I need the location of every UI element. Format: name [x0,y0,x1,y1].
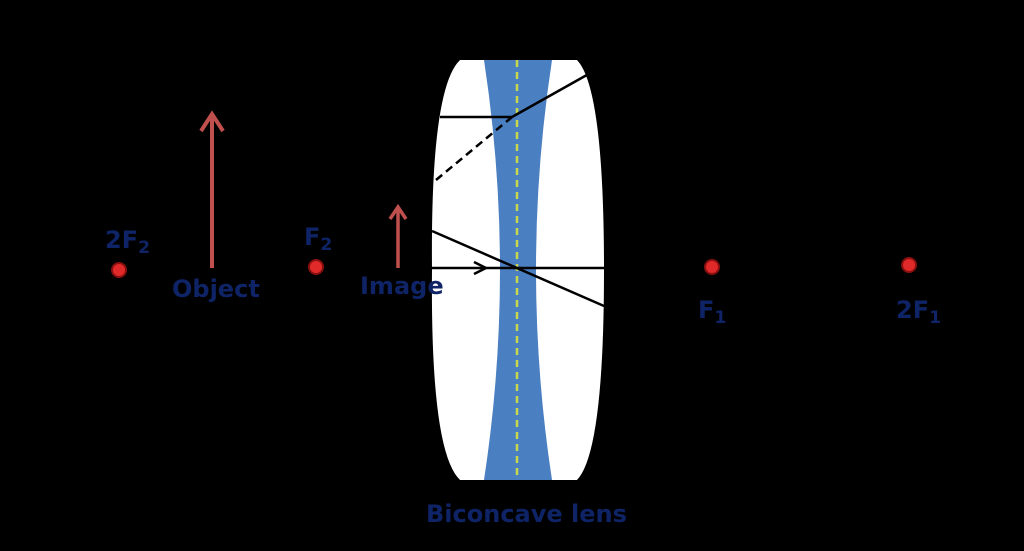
label-object: Object [172,275,260,303]
label-biconcave-lens: Biconcave lens [426,500,627,528]
lens-left-concave-face [420,60,500,480]
label-2f1-main: 2F [896,296,930,324]
focal-point-f2 [308,259,324,275]
lens-right-concave-face [536,60,620,480]
focal-point-2f1 [901,257,917,273]
object-arrow-head [199,110,225,133]
label-f2: F2 [304,225,332,254]
label-2f1: 2F1 [896,298,941,327]
label-2f2: 2F2 [105,228,150,257]
label-f1: F1 [698,298,726,327]
label-2f2-main: 2F [105,226,139,254]
focal-point-f1 [704,259,720,275]
label-2f2-sub: 2 [138,237,151,258]
focal-point-2f2 [111,262,127,278]
label-2f1-sub: 1 [929,307,942,328]
label-f2-sub: 2 [320,234,333,255]
lens-right-outer-edge [568,55,620,485]
label-f1-sub: 1 [714,307,727,328]
label-image: Image [360,272,444,300]
ray-upper-refracted [511,60,611,119]
image-arrow-head [388,203,408,220]
lens-left-outer-edge [420,55,470,485]
ray-upper-virtual-extension [435,116,513,181]
label-f2-main: F [304,223,321,251]
label-f1-main: F [698,296,715,324]
ray-axis-arrowhead [473,260,489,276]
